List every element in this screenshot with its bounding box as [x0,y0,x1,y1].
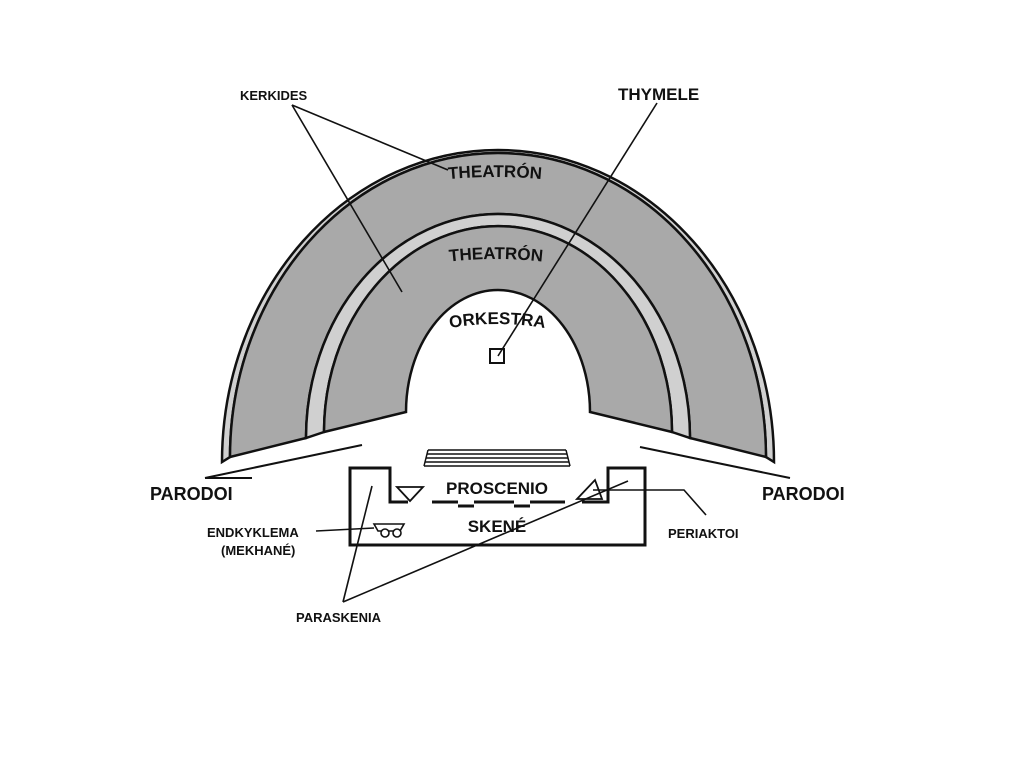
kerkides-leader-upper [291,104,449,171]
parodoi-right-label: PARODOI [762,484,845,504]
paraskenia-leader-right [342,480,629,603]
theatron-outer-label: THEATRÓN [447,162,543,183]
cavea [220,148,776,465]
proscenium-steps [423,449,571,467]
paraskenia-label: PARASKENIA [296,610,382,625]
leader-lines [291,102,707,603]
periaktoi-leader [593,489,707,516]
paraskenia-leader-left [342,485,373,603]
thymele-label: THYMELE [618,85,699,104]
theatron-inner-label: THEATRÓN [448,244,544,266]
endkyklema-cart-icon [372,523,406,538]
endkyklema-leader [315,527,375,532]
proscenio-label: PROSCENIO [446,479,548,498]
parodoi-left-label: PARODOI [150,484,233,504]
kerkides-leader-lower [291,104,403,293]
endkyklema-label: ENDKYKLEMA [207,525,299,540]
kerkides-label: KERKIDES [240,88,308,103]
skene-building [348,466,647,547]
mekhane-label: (MEKHANÉ) [221,543,295,558]
parodoi-right-line [639,446,791,479]
skene-label: SKENÉ [468,517,527,536]
thymele-leader [497,102,658,357]
parodoi-left-line [204,444,363,479]
lower-theatron-seating [322,224,674,434]
periaktoi-label: PERIAKTOI [668,526,739,541]
periaktos-left-icon [394,486,426,503]
orkestra-label: ORKESTRA [448,309,547,332]
